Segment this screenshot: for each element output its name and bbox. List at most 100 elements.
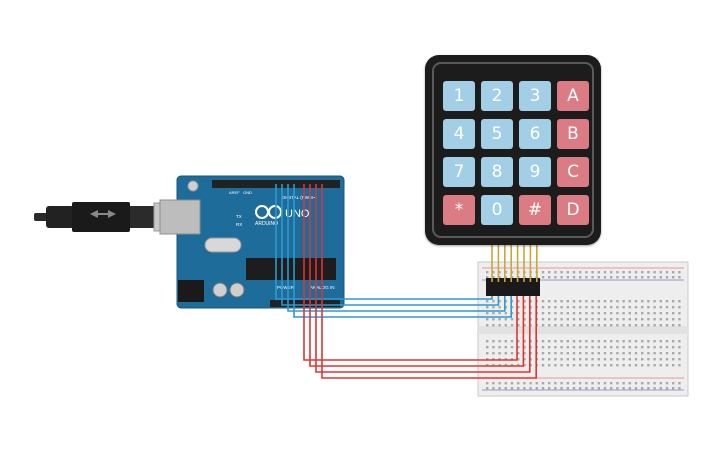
breadboard-hole <box>548 382 551 385</box>
breadboard-hole <box>548 306 551 309</box>
breadboard-hole <box>523 340 526 343</box>
breadboard-hole <box>535 387 538 390</box>
breadboard-hole <box>641 340 644 343</box>
keypad-key-label: 3 <box>529 86 541 106</box>
breadboard-hole <box>541 346 545 349</box>
keypad-key-label: A <box>567 86 579 106</box>
breadboard-hole <box>523 346 526 349</box>
breadboard-hole <box>529 306 532 309</box>
breadboard-hole <box>628 318 631 321</box>
keypad-key-1[interactable]: 1 <box>443 81 475 111</box>
breadboard-hole <box>647 364 650 367</box>
breadboard-hole <box>628 358 631 361</box>
breadboard-hole <box>610 352 613 355</box>
breadboard-hole <box>523 352 526 355</box>
breadboard-hole <box>622 364 625 367</box>
breadboard-hole <box>622 387 625 390</box>
breadboard-hole <box>498 318 501 321</box>
breadboard-hole <box>628 382 631 385</box>
keypad-key-8[interactable]: 8 <box>481 157 513 187</box>
breadboard-hole <box>628 306 631 309</box>
wire-red[interactable] <box>303 184 518 361</box>
breadboard-hole <box>566 340 569 343</box>
wire-blue[interactable] <box>287 184 506 312</box>
breadboard-hole <box>554 346 557 349</box>
keypad-key-3[interactable]: 3 <box>519 81 551 111</box>
wire-red[interactable] <box>309 184 525 367</box>
breadboard-hole <box>678 358 681 361</box>
breadboard-hole <box>541 358 545 361</box>
keypad-key-d[interactable]: D <box>557 195 589 225</box>
breadboard-hole <box>603 352 607 355</box>
breadboard-hole <box>579 364 582 367</box>
breadboard-hole <box>597 346 600 349</box>
keypad-key-0[interactable]: 0 <box>481 195 513 225</box>
breadboard-hole <box>579 271 582 274</box>
breadboard-hole <box>548 271 551 274</box>
keypad-key-hash[interactable]: # <box>519 195 551 225</box>
breadboard-hole <box>653 364 656 367</box>
breadboard-hole <box>616 382 619 385</box>
breadboard-hole <box>628 271 631 274</box>
breadboard-hole <box>641 306 644 309</box>
wire-red[interactable] <box>321 184 537 379</box>
breadboard-hole <box>678 382 681 385</box>
breadboard-hole <box>628 346 631 349</box>
breadboard-hole <box>622 346 625 349</box>
breadboard-hole <box>622 271 625 274</box>
breadboard-hole <box>665 312 669 315</box>
breadboard-hole <box>678 276 681 279</box>
breadboard-hole <box>616 346 619 349</box>
breadboard-hole <box>628 364 631 367</box>
breadboard-hole <box>665 352 669 355</box>
breadboard-hole <box>529 382 532 385</box>
breadboard-hole <box>572 340 576 343</box>
keypad-key-9[interactable]: 9 <box>519 157 551 187</box>
keypad-key-label: 6 <box>529 124 541 144</box>
breadboard-hole <box>659 276 662 279</box>
keypad-key-label: 5 <box>491 124 503 144</box>
keypad-key-a[interactable]: A <box>557 81 589 111</box>
keypad-key-6[interactable]: 6 <box>519 119 551 149</box>
rx-label: RX <box>236 222 242 227</box>
breadboard-hole <box>672 352 675 355</box>
keypad-key-b[interactable]: B <box>557 119 589 149</box>
breadboard-hole <box>585 324 588 327</box>
breadboard-hole <box>541 300 545 303</box>
breadboard-hole <box>548 276 551 279</box>
keypad-key-5[interactable]: 5 <box>481 119 513 149</box>
breadboard-hole <box>548 346 551 349</box>
breadboard-hole <box>628 387 631 390</box>
breadboard-hole <box>622 312 625 315</box>
breadboard-hole <box>622 352 625 355</box>
keypad-key-c[interactable]: C <box>557 157 589 187</box>
breadboard-hole <box>647 346 650 349</box>
breadboard-hole <box>492 352 495 355</box>
breadboard-hole <box>610 312 613 315</box>
breadboard-hole <box>492 276 495 279</box>
keypad-key-4[interactable]: 4 <box>443 119 475 149</box>
breadboard-hole <box>610 346 613 349</box>
breadboard-hole <box>554 276 557 279</box>
breadboard-hole <box>628 352 631 355</box>
breadboard-hole <box>678 318 681 321</box>
wire-blue[interactable] <box>275 184 493 300</box>
keypad-key-2[interactable]: 2 <box>481 81 513 111</box>
breadboard-hole <box>647 387 650 390</box>
breadboard-hole <box>492 312 495 315</box>
breadboard-hole <box>597 318 600 321</box>
breadboard-hole <box>523 300 526 303</box>
breadboard-hole <box>653 387 656 390</box>
breadboard-hole <box>572 387 576 390</box>
breadboard-hole <box>622 340 625 343</box>
wire-red[interactable] <box>315 184 531 373</box>
breadboard-hole <box>541 324 545 327</box>
keypad-key-star[interactable]: * <box>443 195 475 225</box>
keypad-key-7[interactable]: 7 <box>443 157 475 187</box>
keypad-key-label: # <box>527 200 543 220</box>
breadboard-hole <box>504 340 507 343</box>
wire-blue[interactable] <box>281 184 500 306</box>
breadboard-hole <box>504 271 507 274</box>
wire-blue[interactable] <box>293 184 512 318</box>
